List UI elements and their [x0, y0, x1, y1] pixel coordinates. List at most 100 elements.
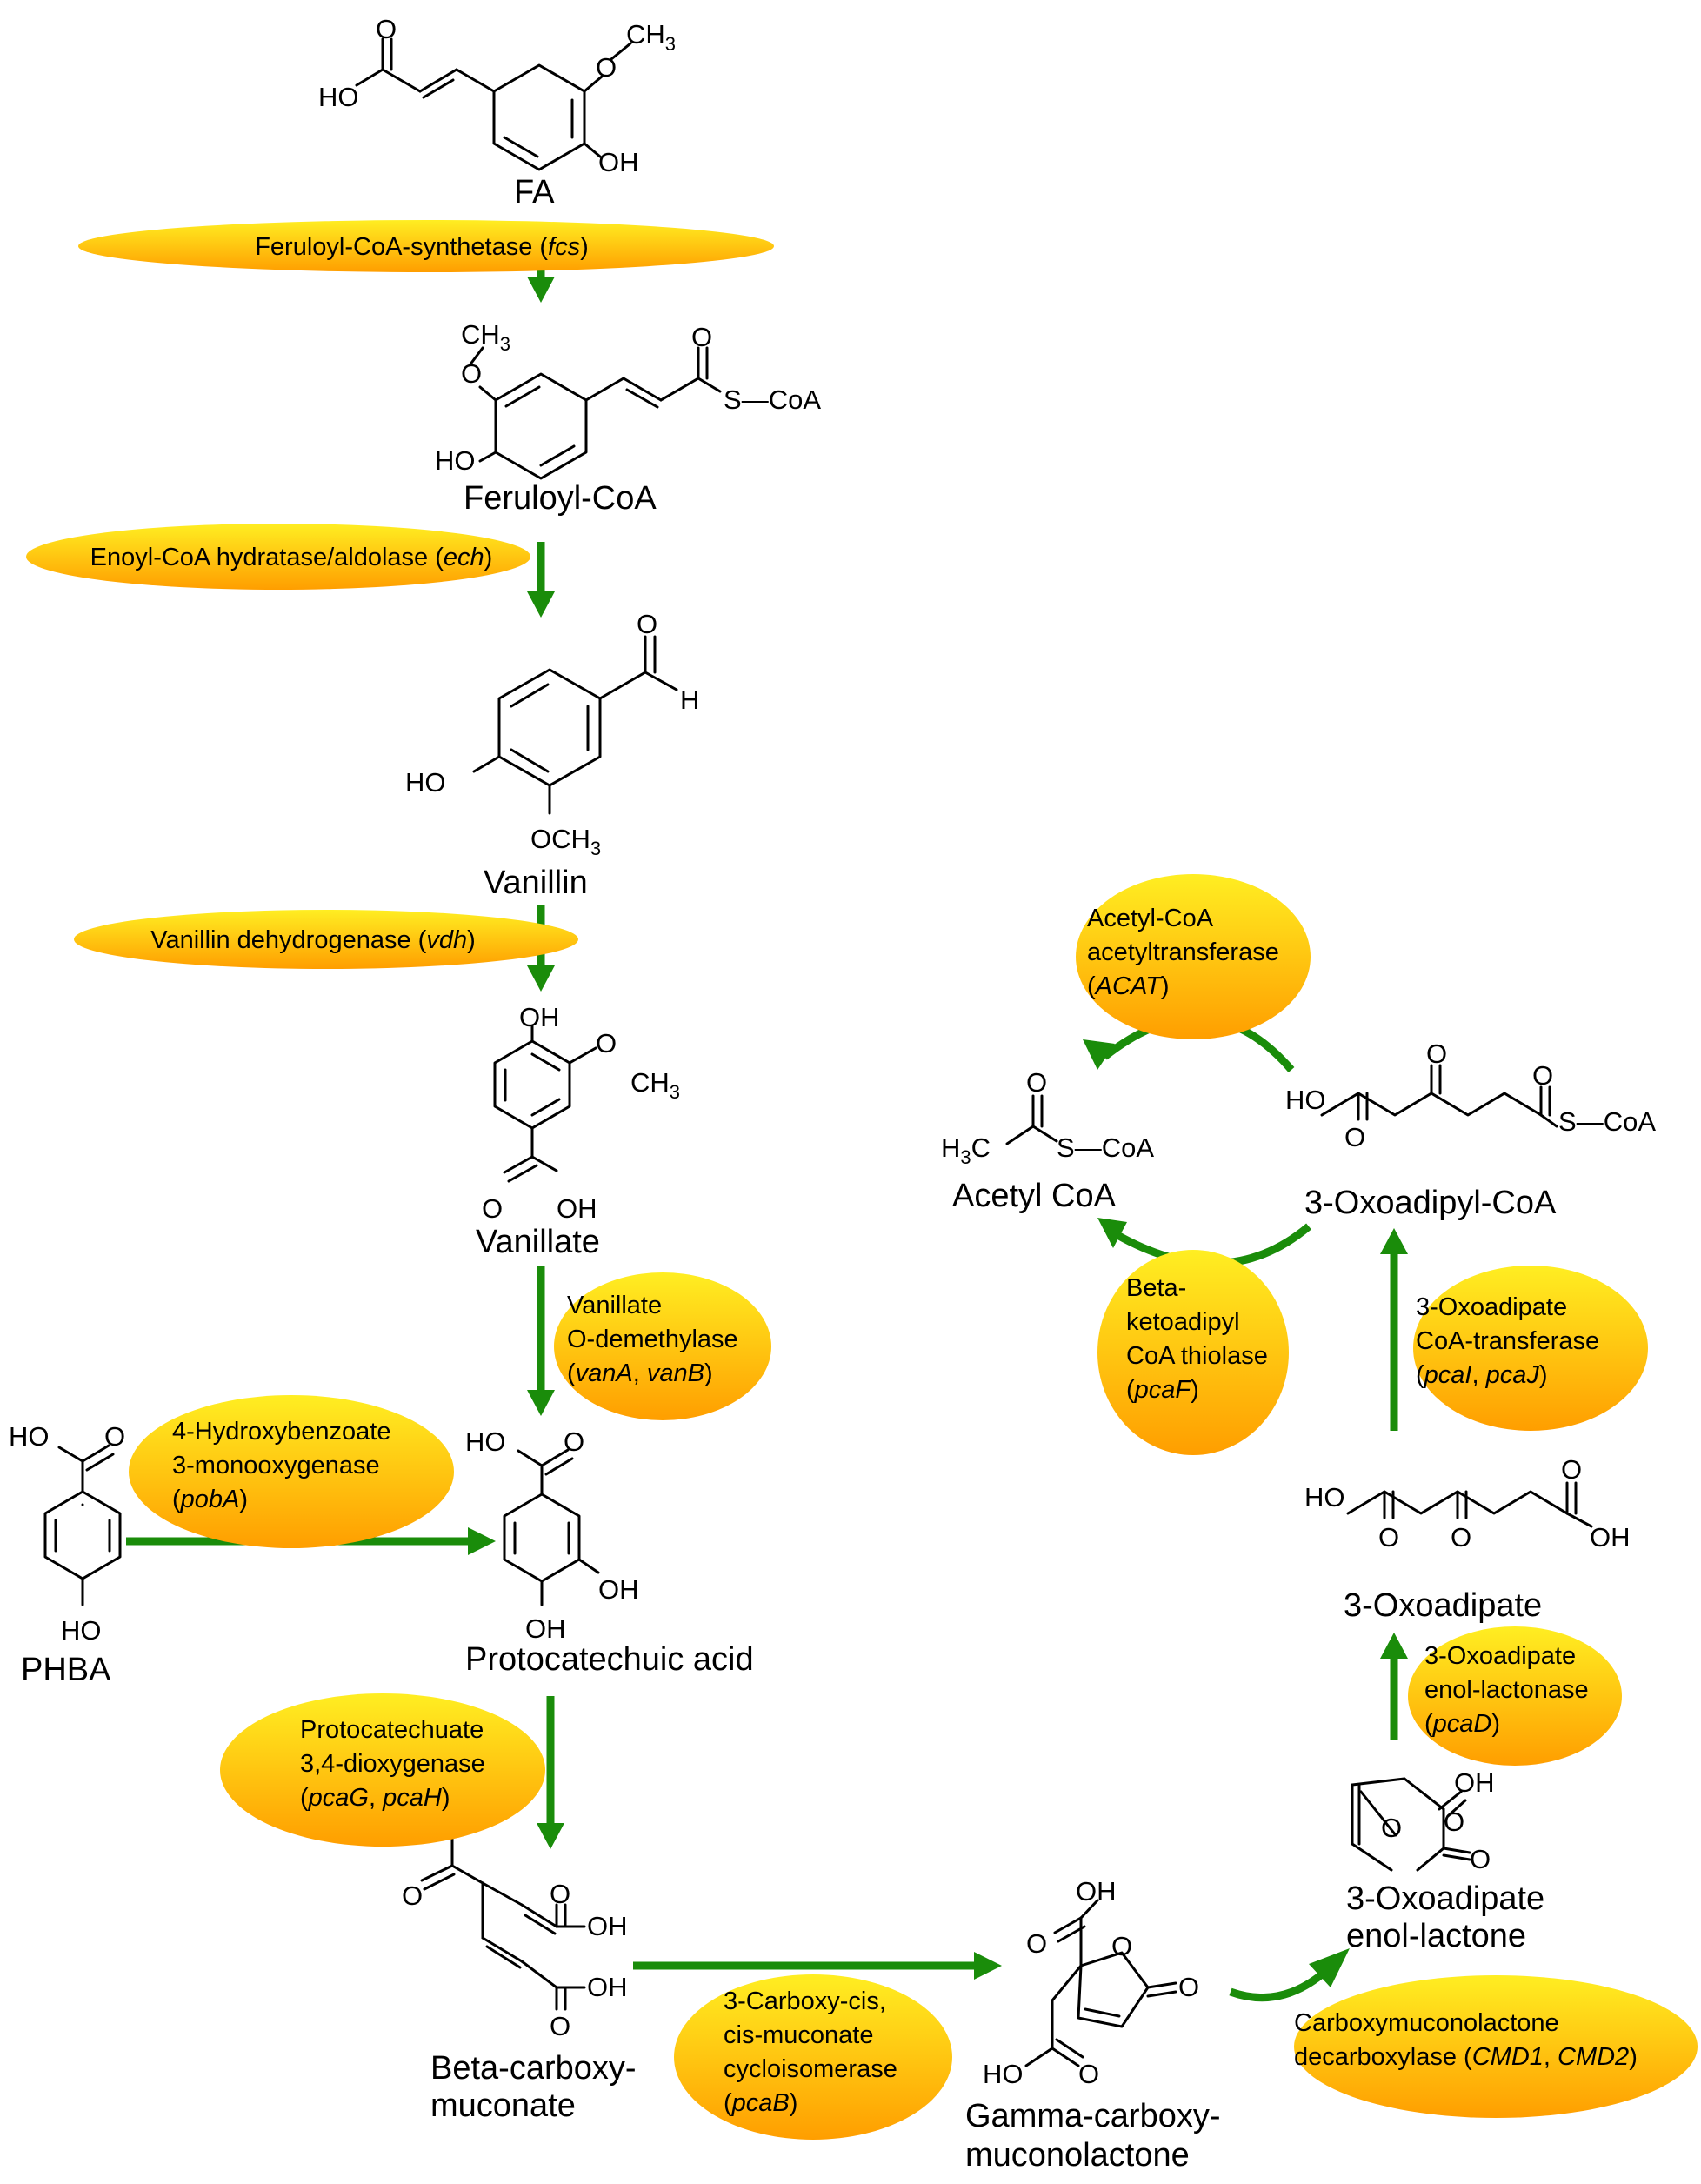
enzyme-vanillate-o-demethylase: Vanillate O-demethylase (vanA, vanB)	[554, 1272, 771, 1420]
enol-o2: O	[1470, 1844, 1491, 1874]
svg-text:Feruloyl-CoA-synthetase (fcs): Feruloyl-CoA-synthetase (fcs)	[255, 233, 589, 261]
svg-text:(vanA, vanB): (vanA, vanB)	[567, 1359, 713, 1387]
enzyme-pcab: 3-Carboxy-cis, cis-muconate cycloisomera…	[674, 1974, 952, 2140]
beta-carboxy-muconate-label-2: muconate	[430, 2087, 576, 2124]
pca-ho: HO	[465, 1426, 506, 1457]
oxo-ho: HO	[1304, 1482, 1345, 1513]
svg-text:3,4-dioxygenase: 3,4-dioxygenase	[300, 1750, 485, 1778]
acetyl-o: O	[1026, 1067, 1047, 1098]
fa-o: O	[376, 14, 397, 44]
fa-ch3: CH3	[626, 19, 676, 55]
svg-text:(pcaI, pcaJ): (pcaI, pcaJ)	[1416, 1361, 1548, 1389]
beta-carboxy-muconate-label-1: Beta-carboxy-	[430, 2050, 637, 2087]
svg-text:(pobA): (pobA)	[172, 1486, 248, 1513]
oxo-o2: O	[1451, 1522, 1471, 1553]
svg-text:3-Oxoadipate: 3-Oxoadipate	[1424, 1642, 1576, 1670]
svg-text:(ACAT): (ACAT)	[1087, 972, 1170, 1000]
pca-oh1: OH	[598, 1574, 639, 1605]
vanillate-o: O	[596, 1028, 617, 1059]
vanillate-oh: OH	[557, 1193, 597, 1224]
bcm-oh1: OH	[587, 1911, 628, 1941]
feruloyl-o: O	[691, 322, 712, 352]
enol-lactone-structure: OH O O O 3-Oxoadipate enol-lactone	[1346, 1767, 1544, 1954]
svg-text:Vanillin dehydrogenase (vdh): Vanillin dehydrogenase (vdh)	[150, 926, 476, 954]
arrowhead	[1097, 1218, 1127, 1248]
svg-text:4-Hydroxybenzoate: 4-Hydroxybenzoate	[172, 1418, 390, 1446]
oxo-oh: OH	[1590, 1522, 1631, 1553]
feruloyl-coa-label: Feruloyl-CoA	[464, 480, 657, 517]
bcm-o1: O	[550, 1879, 570, 1909]
svg-text:acetyltransferase: acetyltransferase	[1087, 938, 1279, 966]
phba-structure: HO O HO PHBA	[9, 1421, 125, 1688]
arrow-gcm-to-enol	[1229, 1971, 1324, 2002]
svg-text:decarboxylase (CMD1, CMD2): decarboxylase (CMD1, CMD2)	[1294, 2043, 1638, 2071]
vanillin-h: H	[680, 685, 699, 715]
enzyme-pob: 4-Hydroxybenzoate 3-monooxygenase (pobA)	[129, 1395, 454, 1548]
bcm-o-left: O	[402, 1880, 423, 1911]
fa-structure: O HO O CH3 OH FA	[318, 14, 676, 210]
svg-text:ketoadipyl: ketoadipyl	[1126, 1308, 1240, 1336]
feruloyl-s-coa: S—CoA	[724, 384, 821, 415]
oxoadipate-structure: HO O O O OH 3-Oxoadipate	[1304, 1454, 1631, 1624]
svg-text:CoA thiolase: CoA thiolase	[1126, 1342, 1268, 1370]
oxocoa-o3: O	[1532, 1060, 1553, 1091]
acetyl-h3c: H3C	[941, 1132, 991, 1168]
acetyl-coa-structure: H3C O S—CoA Acetyl CoA	[941, 1067, 1154, 1214]
arrowhead	[527, 1390, 555, 1416]
protocatechuic-label: Protocatechuic acid	[465, 1641, 754, 1678]
gamma-label-2: muconolactone	[965, 2137, 1190, 2174]
enzyme-pcaij: 3-Oxoadipate CoA-transferase (pcaI, pcaJ…	[1413, 1266, 1648, 1431]
fa-label: FA	[514, 174, 555, 210]
pca-oh2: OH	[525, 1613, 566, 1644]
gcm-o-ring: O	[1111, 1931, 1132, 1961]
svg-text:enol-lactonase: enol-lactonase	[1424, 1676, 1589, 1704]
fa-o2: O	[596, 52, 617, 83]
feruloyl-ch3: CH3	[461, 319, 510, 355]
feruloyl-o2: O	[461, 358, 482, 389]
enol-o1: O	[1444, 1807, 1464, 1837]
svg-text:(pcaD): (pcaD)	[1424, 1710, 1500, 1738]
vanillate-label: Vanillate	[476, 1224, 600, 1260]
svg-text:Vanillate: Vanillate	[567, 1292, 662, 1319]
svg-text:Acetyl-CoA: Acetyl-CoA	[1087, 905, 1214, 932]
enzyme-cmd: Carboxymuconolactone decarboxylase (CMD1…	[1294, 1975, 1698, 2118]
vanillate-structure: OH O CH3 O OH Vanillate	[476, 1002, 680, 1260]
enzyme-acat: Acetyl-CoA acetyltransferase (ACAT)	[1076, 874, 1311, 1039]
enol-lactone-label-1: 3-Oxoadipate	[1346, 1880, 1544, 1917]
vanillate-o2: O	[482, 1193, 503, 1224]
arrowhead	[974, 1952, 1002, 1980]
phba-ho: HO	[9, 1421, 50, 1452]
acetyl-s-coa: S—CoA	[1057, 1132, 1154, 1163]
svg-text:3-monooxygenase: 3-monooxygenase	[172, 1452, 380, 1479]
oxocoa-ho: HO	[1285, 1085, 1326, 1115]
feruloyl-coa-structure: O S—CoA O CH3 HO Feruloyl-CoA	[435, 319, 821, 517]
acetyl-coa-label: Acetyl CoA	[952, 1178, 1117, 1214]
oxocoa-o2: O	[1426, 1039, 1447, 1069]
arrowhead	[468, 1527, 496, 1555]
gcm-o2: O	[1178, 1972, 1199, 2002]
fa-ho: HO	[318, 82, 359, 112]
arrowhead	[527, 277, 555, 303]
oxocoa-o1: O	[1344, 1122, 1365, 1152]
vanillin-ho: HO	[405, 767, 446, 798]
enol-oh: OH	[1454, 1767, 1495, 1798]
svg-text:O-demethylase: O-demethylase	[567, 1326, 738, 1353]
oxo-o3: O	[1561, 1454, 1582, 1485]
vanillate-oh-top: OH	[519, 1002, 560, 1032]
svg-text:cycloisomerase: cycloisomerase	[724, 2055, 897, 2083]
oxoadipyl-coa-label: 3-Oxoadipyl-CoA	[1304, 1185, 1557, 1221]
beta-carboxy-muconate-structure: OH O O OH OH O Beta-carboxy- muconate	[402, 1809, 637, 2124]
arrowhead	[1309, 1948, 1350, 1987]
enol-o-ring: O	[1381, 1813, 1402, 1843]
arrowhead	[1380, 1633, 1408, 1659]
oxo-o1: O	[1378, 1522, 1399, 1553]
enzyme-fcs: Feruloyl-CoA-synthetase (fcs)	[78, 220, 774, 272]
feruloyl-ho: HO	[435, 445, 476, 476]
enzyme-ech: Enoyl-CoA hydratase/aldolase (ech)	[26, 524, 530, 590]
svg-text:Carboxymuconolactone: Carboxymuconolactone	[1294, 2009, 1559, 2037]
protocatechuic-structure: HO O OH OH Protocatechuic acid	[465, 1426, 754, 1678]
phba-o: O	[104, 1421, 125, 1452]
arrowhead	[1083, 1039, 1115, 1070]
vanillin-o: O	[637, 609, 657, 639]
